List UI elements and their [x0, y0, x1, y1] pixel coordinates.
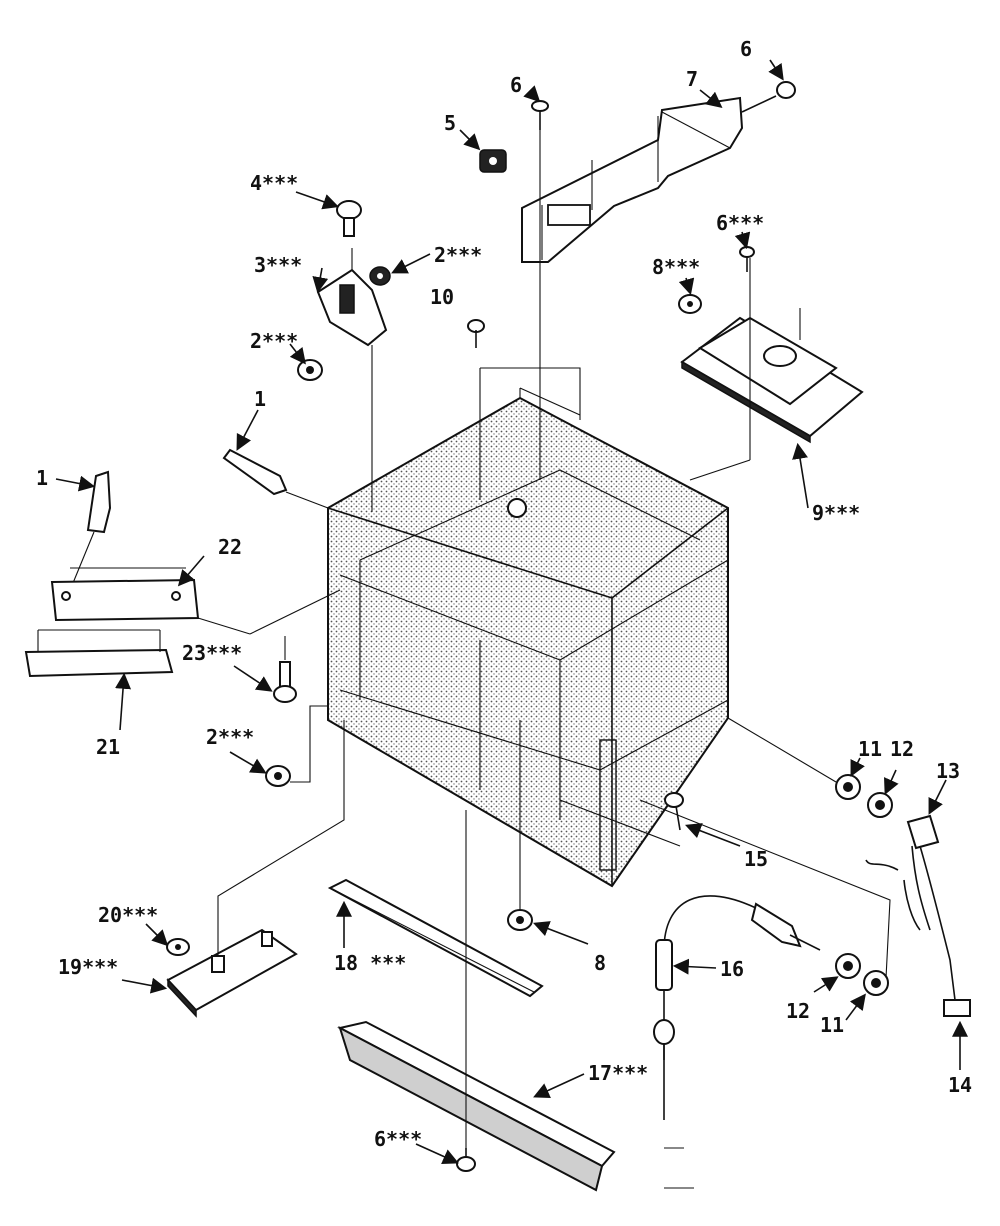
label-2-upper: 2*** — [434, 243, 482, 267]
label-8-bottom: 8 — [594, 951, 606, 975]
part-10-screw — [467, 319, 581, 500]
label-17: 17*** — [588, 1061, 648, 1085]
part-21-base — [24, 629, 174, 678]
part-11-washer-upper — [727, 717, 861, 800]
label-6-right: 6 — [740, 37, 752, 61]
part-14-plug — [943, 999, 971, 1017]
label-21: 21 — [96, 735, 120, 759]
part-16-probe — [653, 895, 821, 1189]
label-4: 4*** — [250, 171, 298, 195]
part-2-nut-upper — [369, 266, 391, 286]
label-11-upper: 11 — [858, 737, 882, 761]
label-18: 18 *** — [334, 951, 406, 975]
part-2-nut-middle — [297, 359, 323, 381]
part-6-screw-transformer — [739, 246, 755, 272]
label-23: 23*** — [182, 641, 242, 665]
part-2-nut-lower — [265, 705, 328, 787]
label-20: 20*** — [98, 903, 158, 927]
part-11-washer-lower — [639, 799, 891, 996]
label-8-transformer: 8*** — [652, 255, 700, 279]
screw-6-right — [741, 81, 796, 113]
part-1-pin-angled — [222, 448, 329, 509]
label-1-left: 1 — [36, 466, 48, 490]
part-6-screw-bottom — [456, 1148, 476, 1172]
part-22-plate — [50, 567, 341, 635]
part-23-screw — [273, 636, 297, 703]
label-6-transformer: 6*** — [716, 211, 764, 235]
label-12-upper: 12 — [890, 737, 914, 761]
part-8-nut-bottom — [507, 720, 533, 931]
label-6-top: 6 — [510, 73, 522, 97]
label-2-middle: 2*** — [250, 329, 298, 353]
leader-arrows — [55, 59, 968, 1165]
part-17-rail — [337, 810, 616, 1192]
part-3-bracket — [316, 248, 388, 347]
part-18-rail — [327, 878, 544, 998]
label-9: 9*** — [812, 501, 860, 525]
label-19: 19*** — [58, 955, 118, 979]
part-12-nut-upper — [867, 792, 893, 818]
label-11-lower: 11 — [820, 1013, 844, 1037]
part-19-foot — [166, 720, 345, 1018]
label-13: 13 — [936, 759, 960, 783]
label-15: 15 — [744, 847, 768, 871]
label-10: 10 — [430, 285, 454, 309]
label-12-lower: 12 — [786, 999, 810, 1023]
part-15-screw — [559, 720, 684, 847]
label-16: 16 — [720, 957, 744, 981]
part-8-nut-transformer — [678, 294, 702, 314]
top-mounting-bracket — [521, 96, 744, 263]
label-3: 3*** — [254, 253, 302, 277]
part-4-bolt — [336, 200, 362, 237]
label-2-lower: 2*** — [206, 725, 254, 749]
part-13-connector — [865, 814, 956, 1001]
part-labels: 1 1 2*** 2*** 2*** 3*** 4*** 5 6 6 6*** … — [36, 37, 972, 1151]
label-6-bottom: 6*** — [374, 1127, 422, 1151]
part-5-clip — [479, 149, 507, 173]
label-5: 5 — [444, 111, 456, 135]
part-20-washer — [166, 938, 190, 956]
label-22: 22 — [218, 535, 242, 559]
part-9-transformer — [680, 258, 864, 481]
label-14: 14 — [948, 1073, 972, 1097]
label-7: 7 — [686, 67, 698, 91]
label-1-top: 1 — [254, 387, 266, 411]
part-12-nut-lower — [835, 953, 861, 979]
